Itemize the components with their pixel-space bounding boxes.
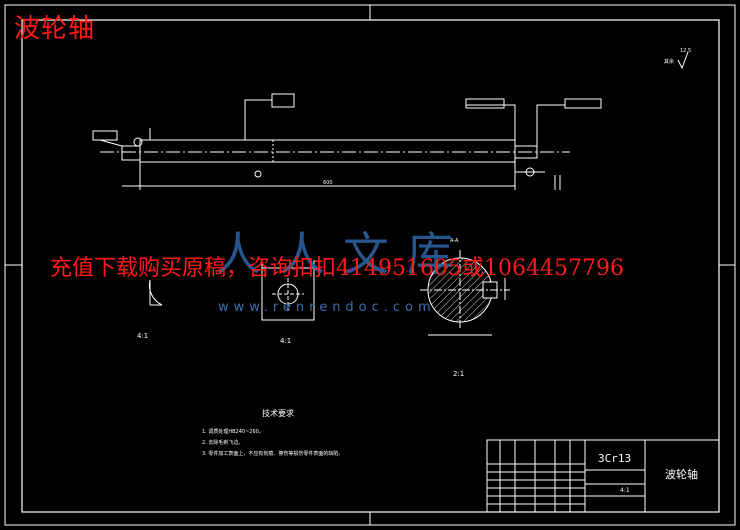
- shaft-main-view: [92, 93, 602, 190]
- leader-left: [93, 139, 123, 147]
- tech-requirement-3: 3. 零件加工表面上，不应有划痕、擦伤等损伤零件表面的缺陷。: [202, 451, 344, 457]
- watermark-cn: 人人文库: [215, 227, 471, 281]
- surface-finish-value: 12.5: [680, 48, 692, 54]
- shaft-body: [139, 139, 516, 163]
- surface-finish-symbol: [677, 51, 689, 70]
- title-block-frame: [486, 439, 720, 513]
- finish-check-icon: [677, 51, 689, 70]
- tech-requirement-1: 1. 调质处理HB240~260。: [202, 429, 264, 435]
- detail-b-scale: 4:1: [280, 337, 292, 345]
- section-label: A-A: [450, 238, 459, 244]
- detail-a-scale: 4:1: [137, 332, 149, 340]
- leader-top-far-right: [536, 104, 565, 146]
- shaft-left-step: [121, 145, 141, 161]
- datum-circle-left: [133, 137, 143, 147]
- main-dimension: 600: [323, 180, 333, 186]
- section-view: [420, 250, 510, 336]
- tolerance-frame-4: [92, 130, 118, 141]
- leader-top-left: [244, 99, 272, 140]
- detail-view-b: [261, 260, 315, 321]
- datum-circle-mid: [254, 170, 262, 178]
- title-block-scale: 4:1: [620, 487, 630, 494]
- detail-view-a: [148, 279, 163, 306]
- detail-b-square: [261, 267, 315, 321]
- material-label: 3Cr13: [598, 452, 632, 465]
- tolerance-frame-3: [564, 98, 602, 109]
- tech-requirement-2: 2. 去除毛刺飞边。: [202, 440, 244, 446]
- surface-finish-label: 其余: [664, 59, 675, 65]
- tolerance-frame-1: [271, 93, 295, 108]
- title-block: [486, 439, 720, 513]
- part-name: 波轮轴: [665, 468, 698, 481]
- tech-requirements-title: 技术要求: [262, 409, 294, 418]
- section-scale: 2:1: [453, 370, 465, 378]
- drawing-title: 波轮轴: [14, 14, 96, 44]
- leader-top-right: [466, 104, 516, 140]
- tolerance-frame-2: [465, 98, 505, 109]
- watermark-url: www.renrendoc.com: [218, 300, 436, 315]
- detail-a-arc: [148, 279, 163, 306]
- watermark-text: 充值下载购买原稿，咨询扣扣414951605或1064457796: [50, 256, 624, 281]
